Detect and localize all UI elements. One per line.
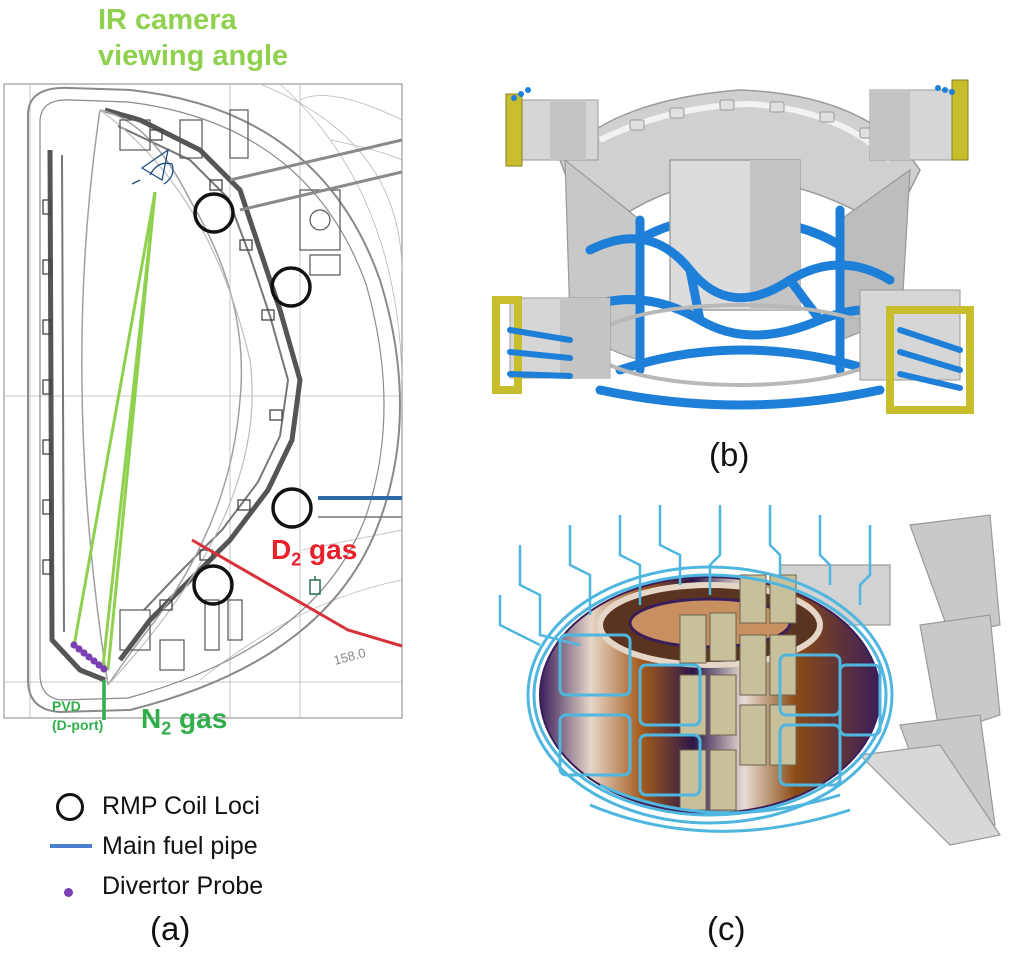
lower-port-components [119,599,243,671]
port-top-right [869,79,969,161]
first-wall-inner-line [61,125,290,633]
rmp-coil-circle [192,564,234,606]
purple-dot-icon [64,888,73,897]
pvd-label-line-1: PVD [52,698,81,714]
rmp-coil-loci [192,192,313,606]
outboard-port-duct [229,138,403,212]
caption-b: (b) [709,436,750,473]
d2-gas-label: D2 gas [271,534,358,570]
port-machinery [779,514,1001,846]
ir-viewing-lines [72,191,157,671]
ir-camera-label-line-2: viewing angle [98,40,289,72]
dome-ports [629,99,875,139]
coil-leads-top [511,85,955,101]
legend-label: RMP Coil Loci [102,792,260,820]
pvd-label: PVD (D-port) [52,697,103,735]
cyan-coil-windings [526,565,894,833]
d2-gas-line [191,538,403,648]
coil-feeds [507,327,963,391]
blue-line-icon [50,844,92,848]
circle-outline-icon [56,793,84,821]
ir-camera-label: IR camera viewing angle [98,2,288,74]
panel-c-drawing [498,505,1001,846]
legend-label: Divertor Probe [102,872,264,900]
pvd-label-line-2: (D-port) [52,717,104,733]
first-wall [47,107,303,683]
n2-gas-label: N2 gas [141,703,228,739]
plasma-separatrix [81,109,243,686]
caption-c: (c) [707,910,746,947]
legend-item-fuel-pipe: Main fuel pipe [50,830,350,864]
panel-a-frame [3,83,403,719]
legend-label: Main fuel pipe [102,832,258,860]
caption-a: (a) [150,910,191,947]
panel-a-drawing: 158.0 [3,83,403,720]
plasma-boundary [99,109,253,686]
valve-icon [309,576,321,595]
rmp-coil-circle [270,266,312,308]
legend-item-probe: Divertor Probe [50,870,350,904]
ir-camera-icon [131,148,174,185]
rmp-coil-circle [271,487,313,529]
coil-feed-lines [498,505,872,647]
upper-port-components [119,109,341,276]
divertor-probes [70,641,108,673]
outer-vessel-wall [27,86,401,714]
ir-camera-label-line-1: IR camera [98,4,237,36]
panel-b-drawing [492,79,974,414]
rmp-coils-front [575,205,905,410]
inner-vessel-wall [39,99,385,701]
rmp-coil-circle [193,192,235,234]
background-annotation: 158.0 [332,645,367,668]
port-top-left [505,93,599,167]
legend-item-rmp: RMP Coil Loci [50,790,350,824]
